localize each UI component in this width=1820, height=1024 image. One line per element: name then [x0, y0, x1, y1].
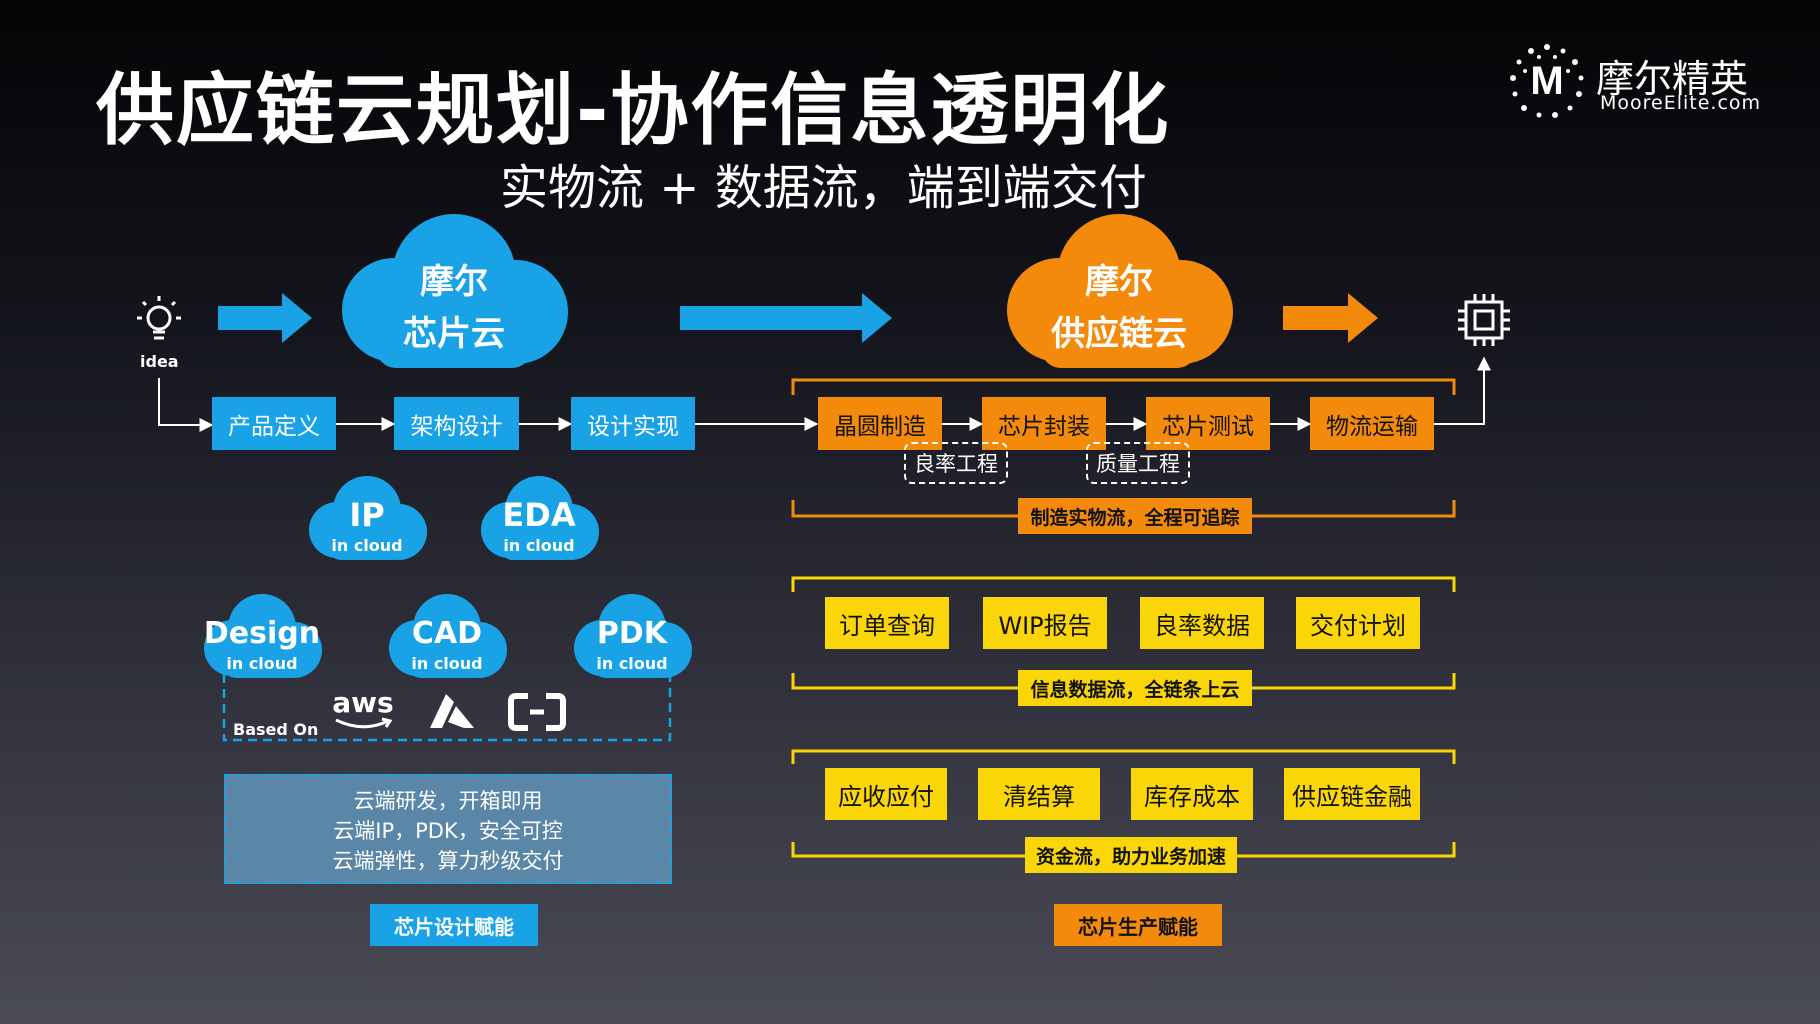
- pdk-cloud-title: PDK: [596, 616, 668, 651]
- step-architecture-design: 架构设计: [394, 397, 519, 450]
- pdk-cloud: PDK in cloud: [570, 590, 694, 680]
- ip-cloud: IP in cloud: [305, 472, 429, 562]
- supply-cloud-line2: 供应链云: [1051, 314, 1187, 354]
- alibaba-cloud-logo-icon: [508, 693, 566, 731]
- chip-cloud-line2: 芯片云: [403, 314, 505, 354]
- cloud-shape-icon: [389, 594, 507, 678]
- aws-smile-icon: [335, 717, 393, 729]
- eda-cloud-sub: in cloud: [503, 536, 575, 555]
- page-title: 供应链云规划-协作信息透明化: [96, 66, 1171, 156]
- mfg-flow-caption: 制造实物流，全程可追踪: [1018, 498, 1252, 534]
- info-bracket-top: [791, 576, 1456, 592]
- based-on-frame: [222, 674, 672, 742]
- cloud-shape-icon: [481, 476, 599, 560]
- supply-chain-cloud: 摩尔 供应链云: [1001, 210, 1237, 370]
- based-on-label: Based On: [233, 720, 319, 739]
- arrow-to-chip: [1434, 356, 1491, 425]
- info-yield-data: 良率数据: [1140, 597, 1264, 649]
- chip-cloud: 摩尔 芯片云: [336, 210, 572, 370]
- cloud-shape-icon: [204, 594, 322, 678]
- cloud-shape-icon: [574, 594, 692, 678]
- azure-logo-icon: [430, 694, 474, 728]
- logo-cn: 摩尔精英: [1596, 57, 1749, 101]
- big-arrow-blue-1: [218, 293, 312, 343]
- idea-label: idea: [140, 352, 179, 371]
- logo-en: MooreElite.com: [1600, 92, 1762, 114]
- fund-clearing-settlement: 清结算: [978, 768, 1100, 820]
- quality-engineering-label: 质量工程: [1086, 442, 1190, 484]
- cad-cloud-sub: in cloud: [411, 654, 483, 673]
- chip-cloud-line1: 摩尔: [420, 262, 488, 302]
- step-logistics: 物流运输: [1310, 397, 1434, 450]
- big-arrow-orange: [1283, 293, 1378, 343]
- fund-flow-caption: 资金流，助力业务加速: [1025, 837, 1237, 873]
- cad-cloud: CAD in cloud: [385, 590, 509, 680]
- step-design-implementation: 设计实现: [571, 397, 695, 450]
- design-benefits-note: 云端研发，开箱即用 云端IP，PDK，安全可控 云端弹性，算力秒级交付: [224, 774, 672, 884]
- chip-production-enablement-tag: 芯片生产赋能: [1054, 904, 1222, 946]
- step-wafer-manufacturing: 晶圆制造: [818, 397, 942, 450]
- cloud-shape-icon: [1007, 214, 1233, 368]
- info-delivery-plan: 交付计划: [1296, 597, 1420, 649]
- fund-supply-chain-finance: 供应链金融: [1284, 768, 1420, 820]
- design-cloud-sub: in cloud: [226, 654, 298, 673]
- logo-mark-letter: M: [1530, 59, 1563, 103]
- design-cloud: Design in cloud: [200, 590, 324, 680]
- aws-text: aws: [332, 686, 394, 719]
- design-cloud-title: Design: [203, 616, 321, 651]
- note-line-1: 云端研发，开箱即用: [353, 789, 543, 813]
- yield-engineering-label: 良率工程: [904, 442, 1008, 484]
- cloud-shape-icon: [342, 214, 568, 368]
- note-line-2: 云端IP，PDK，安全可控: [333, 819, 563, 843]
- cloud-shape-icon: [309, 476, 427, 560]
- ip-cloud-title: IP: [349, 496, 385, 534]
- fund-bracket-top: [791, 749, 1456, 764]
- pdk-cloud-sub: in cloud: [596, 654, 668, 673]
- info-order-query: 订单查询: [825, 597, 949, 649]
- page-subtitle: 实物流 + 数据流，端到端交付: [500, 160, 1147, 216]
- cad-cloud-title: CAD: [411, 616, 483, 651]
- step-chip-packaging: 芯片封装: [982, 397, 1106, 450]
- ip-cloud-sub: in cloud: [331, 536, 403, 555]
- moore-elite-logo: M 摩尔精英 MooreElite.com: [1508, 42, 1768, 120]
- chip-design-enablement-tag: 芯片设计赋能: [370, 904, 538, 946]
- idea-connector: [158, 378, 214, 432]
- fund-inventory-cost: 库存成本: [1131, 768, 1253, 820]
- fund-receivables-payables: 应收应付: [825, 768, 947, 820]
- supply-cloud-line1: 摩尔: [1085, 262, 1153, 302]
- info-wip-report: WIP报告: [983, 597, 1107, 649]
- eda-cloud: EDA in cloud: [477, 472, 601, 562]
- step-chip-testing: 芯片测试: [1146, 397, 1270, 450]
- aws-logo-icon: aws: [330, 686, 396, 730]
- info-flow-caption: 信息数据流，全链条上云: [1018, 670, 1252, 706]
- big-arrow-blue-2: [680, 293, 892, 343]
- lightbulb-icon: [137, 296, 181, 340]
- eda-cloud-title: EDA: [502, 496, 576, 534]
- step-product-definition: 产品定义: [212, 397, 336, 450]
- mfg-bracket-top: [791, 378, 1456, 395]
- note-line-3: 云端弹性，算力秒级交付: [332, 849, 564, 873]
- moore-elite-logo-mark: M: [1510, 44, 1584, 118]
- chip-icon: [1458, 294, 1510, 346]
